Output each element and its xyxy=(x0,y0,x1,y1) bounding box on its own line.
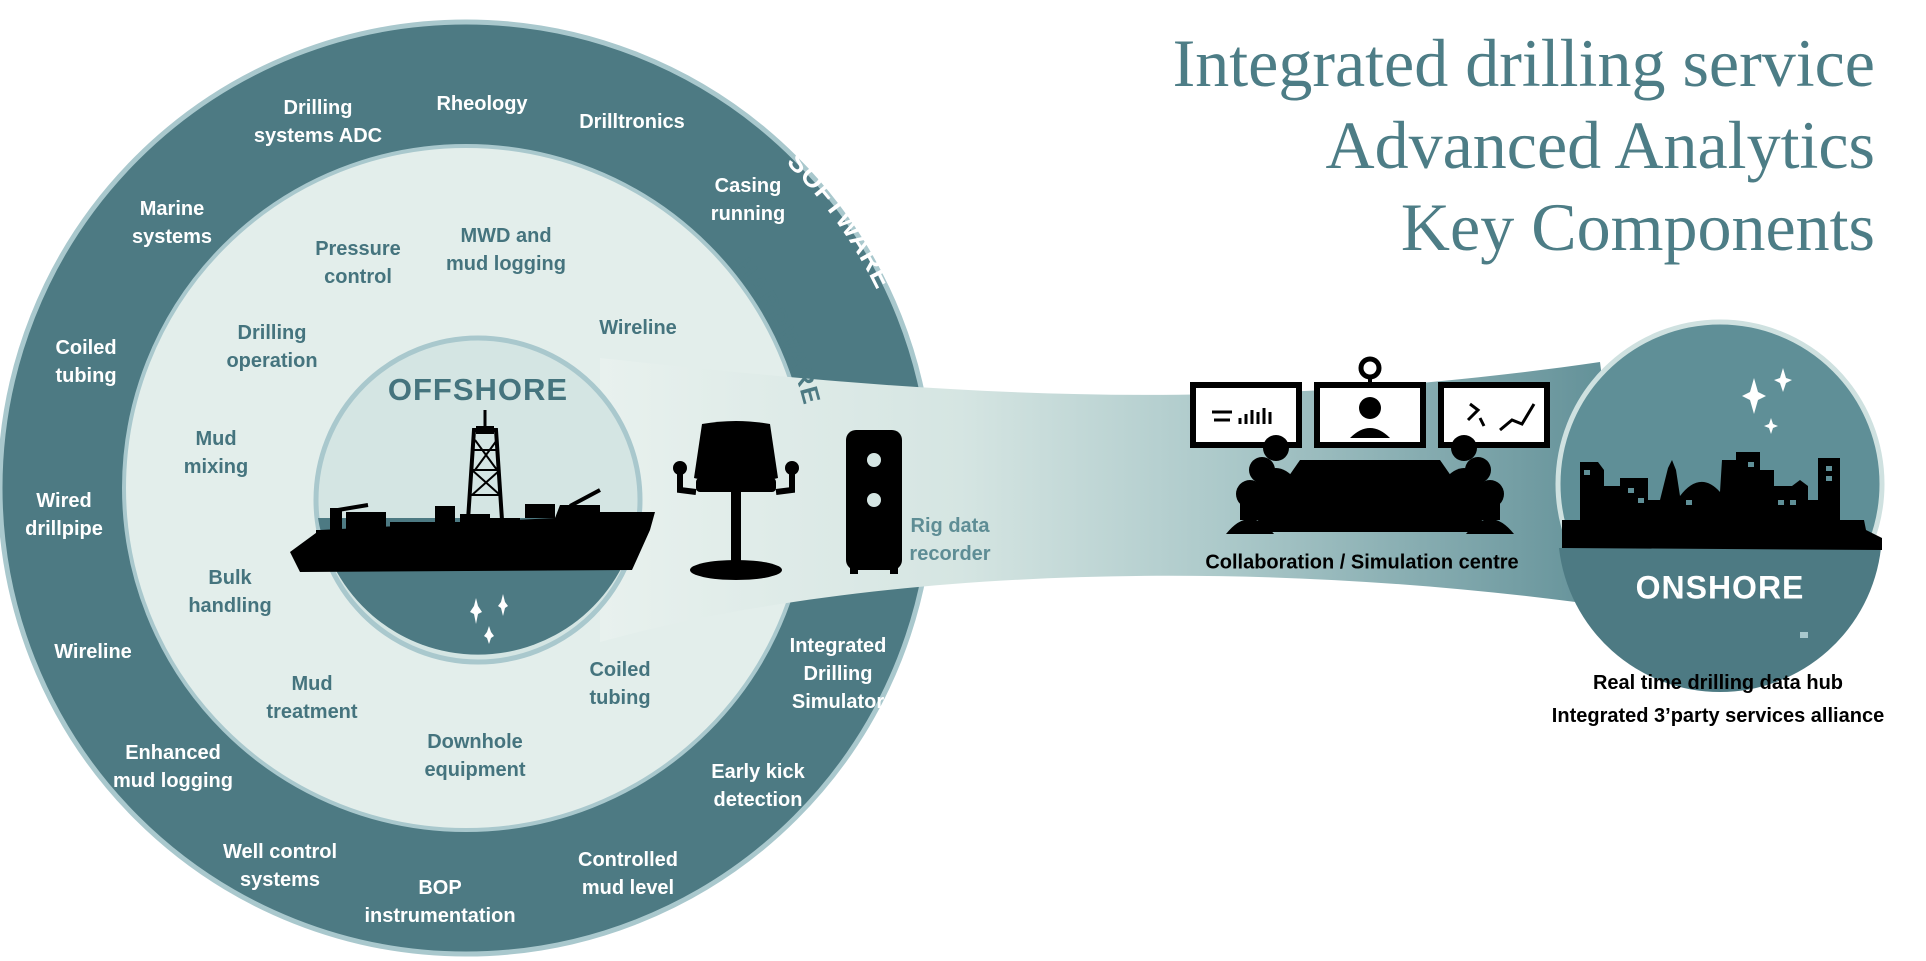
onshore-notes: Real time drilling data hub Integrated 3… xyxy=(1552,667,1884,733)
onshore-title: ONSHORE xyxy=(1635,569,1805,606)
onshore-note-1: Real time drilling data hub xyxy=(1592,672,1844,694)
onshore-ground xyxy=(1559,548,1881,693)
sparkle-icon xyxy=(1742,368,1792,434)
diagram-title: Integrated drilling service Advanced Ana… xyxy=(1173,22,1875,268)
chair-icon xyxy=(673,421,799,580)
collaboration-label: Collaboration / Simulation centre xyxy=(1205,551,1519,574)
title-line-3: Key Components xyxy=(1400,189,1875,265)
title-line-1: Integrated drilling service xyxy=(1172,25,1875,101)
meeting-room-icon xyxy=(1190,356,1550,534)
city-skyline-icon xyxy=(1562,452,1882,550)
drillship-icon xyxy=(290,410,655,572)
offshore-title: OFFSHORE xyxy=(387,372,569,407)
software-item: Rheology xyxy=(436,93,528,115)
software-item: Drilltronics xyxy=(579,111,685,133)
hardware-item: Wireline xyxy=(599,317,677,339)
title-line-2: Advanced Analytics xyxy=(1325,107,1875,183)
data-recorder-icon xyxy=(846,430,902,574)
sparkle-icon xyxy=(470,594,508,644)
onshore-note-2: Integrated 3’party services alliance xyxy=(1551,705,1885,727)
software-item: Wireline xyxy=(54,641,132,663)
